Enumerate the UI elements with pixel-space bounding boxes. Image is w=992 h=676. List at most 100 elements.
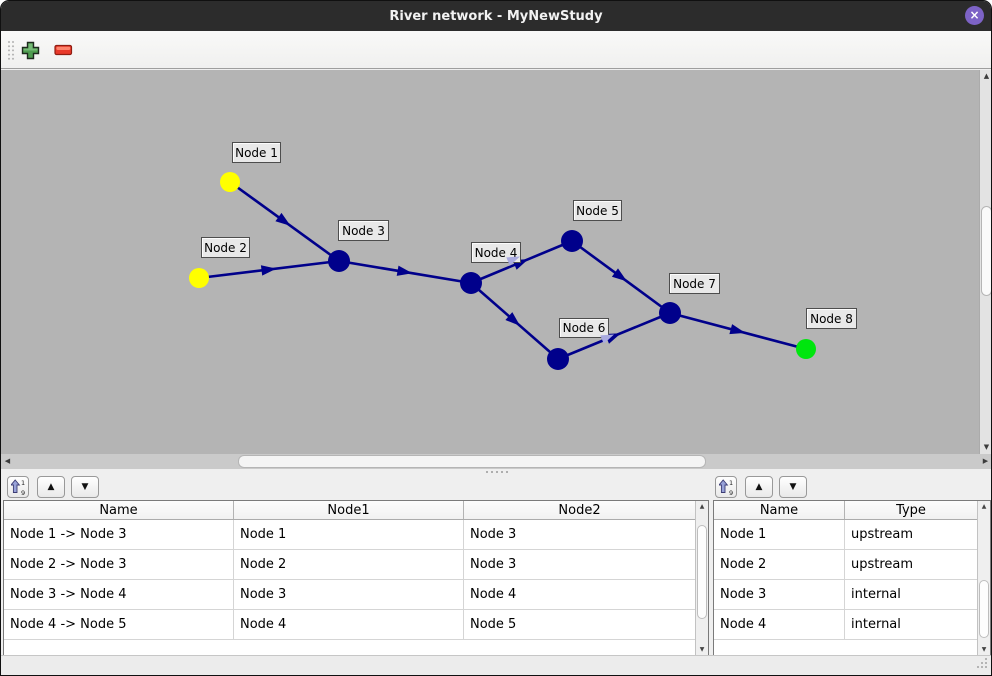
node-label-node-8[interactable]: Node 8: [806, 308, 857, 329]
node-node-6[interactable]: [547, 348, 569, 370]
table-cell[interactable]: Node 4: [234, 610, 464, 639]
table-cell[interactable]: Node 4: [470, 587, 517, 602]
table-cell[interactable]: Node 3: [234, 580, 464, 609]
table-cell[interactable]: Node 1: [714, 520, 845, 549]
svg-text:9: 9: [729, 489, 733, 496]
scroll-thumb[interactable]: [697, 525, 707, 619]
node-label-node-6[interactable]: Node 6: [559, 318, 609, 338]
main-toolbar: [1, 31, 991, 69]
branches-table-scrollbar[interactable]: ▲ ▼: [695, 501, 708, 655]
nodes-table-header: Name Type: [714, 501, 990, 520]
node-node-1[interactable]: [220, 172, 240, 192]
node-node-2[interactable]: [189, 268, 209, 288]
green-plus-icon: [21, 41, 39, 59]
table-cell[interactable]: Node 2: [714, 550, 845, 579]
node-node-3[interactable]: [328, 250, 350, 272]
table-cell[interactable]: upstream: [851, 557, 914, 572]
sort-ascending-icon: 1 9: [10, 479, 25, 496]
add-node-button[interactable]: [19, 39, 41, 61]
move-node-up-button[interactable]: ▲: [745, 476, 773, 498]
column-header-name[interactable]: Name: [4, 501, 234, 519]
table-cell[interactable]: internal: [851, 617, 901, 632]
edge-arrow-icon: [729, 324, 746, 335]
move-branch-up-button[interactable]: ▲: [37, 476, 65, 498]
scroll-thumb[interactable]: [979, 580, 989, 638]
node-node-5[interactable]: [561, 230, 583, 252]
titlebar[interactable]: River network - MyNewStudy ×: [1, 1, 991, 31]
scroll-up-icon[interactable]: ▲: [981, 503, 987, 510]
canvas-horizontal-scrollbar[interactable]: ◀ ▶: [1, 454, 991, 469]
node-label-node-5[interactable]: Node 5: [573, 200, 622, 221]
scroll-down-icon[interactable]: ▼: [699, 646, 705, 653]
status-bar: [1, 655, 991, 675]
scroll-up-icon[interactable]: ▲: [983, 72, 990, 80]
remove-node-button[interactable]: [52, 39, 74, 61]
column-header-node2[interactable]: Node2: [558, 502, 601, 518]
table-cell[interactable]: Node 3: [714, 580, 845, 609]
move-node-down-button[interactable]: ▼: [779, 476, 807, 498]
node-row-3[interactable]: Node 4 internal: [714, 610, 990, 640]
table-cell[interactable]: upstream: [851, 527, 914, 542]
node-label-node-2[interactable]: Node 2: [201, 237, 250, 258]
node-label-node-7[interactable]: Node 7: [669, 273, 720, 294]
toolbar-grip-handle[interactable]: [7, 40, 15, 65]
scroll-right-icon[interactable]: ▶: [982, 457, 989, 465]
node-node-8[interactable]: [796, 339, 816, 359]
table-cell[interactable]: Node 3 -> Node 4: [4, 580, 234, 609]
table-cell[interactable]: Node 1 -> Node 3: [4, 520, 234, 549]
scroll-left-icon[interactable]: ◀: [4, 457, 11, 465]
node-row-0[interactable]: Node 1 upstream: [714, 520, 990, 550]
table-cell[interactable]: Node 5: [470, 617, 517, 632]
down-triangle-icon: ▼: [81, 481, 89, 492]
svg-text:9: 9: [21, 489, 25, 496]
up-triangle-icon: ▲: [755, 481, 763, 492]
horizontal-scroll-thumb[interactable]: [238, 455, 706, 468]
table-cell[interactable]: Node 3: [470, 527, 517, 542]
node-row-1[interactable]: Node 2 upstream: [714, 550, 990, 580]
edge-arrow-icon: [505, 312, 521, 326]
edge-arrow-icon: [396, 265, 413, 276]
table-cell[interactable]: Node 4: [714, 610, 845, 639]
window-title: River network - MyNewStudy: [389, 8, 603, 24]
red-minus-icon: [53, 44, 72, 56]
column-header-node1[interactable]: Node1: [234, 501, 464, 519]
sort-nodes-button[interactable]: 1 9: [715, 476, 737, 498]
node-label-node-3[interactable]: Node 3: [338, 220, 389, 241]
table-cell[interactable]: Node 3: [470, 557, 517, 572]
move-branch-down-button[interactable]: ▼: [71, 476, 99, 498]
vertical-scroll-thumb[interactable]: [981, 206, 991, 296]
edge-arrow-icon: [611, 268, 627, 282]
table-cell[interactable]: Node 4 -> Node 5: [4, 610, 234, 639]
node-node-4[interactable]: [460, 272, 482, 294]
canvas-vertical-scrollbar[interactable]: ▲ ▼: [979, 70, 991, 454]
table-cell[interactable]: Node 1: [234, 520, 464, 549]
sort-branches-button[interactable]: 1 9: [7, 476, 29, 498]
resize-grip-icon[interactable]: [973, 654, 988, 673]
table-cell[interactable]: internal: [851, 587, 901, 602]
close-icon[interactable]: ×: [965, 6, 984, 25]
up-triangle-icon: ▲: [47, 481, 55, 492]
node-label-node-1[interactable]: Node 1: [232, 142, 281, 163]
node-row-2[interactable]: Node 3 internal: [714, 580, 990, 610]
table-cell[interactable]: Node 2 -> Node 3: [4, 550, 234, 579]
scroll-down-icon[interactable]: ▼: [983, 443, 990, 451]
horizontal-splitter[interactable]: [1, 469, 991, 475]
column-header-type[interactable]: Type: [896, 502, 926, 518]
node-node-7[interactable]: [659, 302, 681, 324]
node-label-node-4[interactable]: Node 4: [471, 242, 521, 263]
scroll-up-icon[interactable]: ▲: [699, 503, 705, 510]
nodes-table-scrollbar[interactable]: ▲ ▼: [977, 501, 990, 655]
column-header-name[interactable]: Name: [714, 501, 845, 519]
river-network-canvas[interactable]: Node 1 Node 2 Node 3 Node 4 Node 5 Node 6 Node…: [1, 70, 979, 454]
svg-text:1: 1: [21, 479, 25, 487]
scroll-down-icon[interactable]: ▼: [981, 646, 987, 653]
table-cell[interactable]: Node 2: [234, 550, 464, 579]
